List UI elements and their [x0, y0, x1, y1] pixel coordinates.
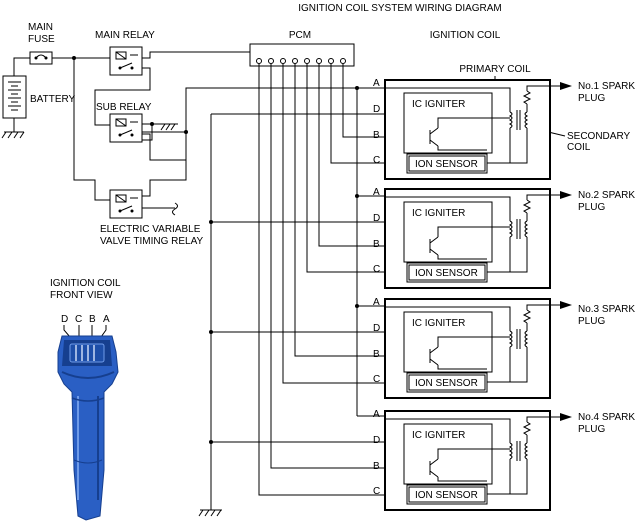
terminal-c: C — [373, 374, 380, 385]
terminal-d: D — [373, 435, 380, 446]
evt-relay-label-line2: VALVE TIMING RELAY — [100, 236, 204, 247]
main-fuse-symbol — [29, 51, 53, 65]
evt-relay-symbol — [109, 189, 143, 219]
terminal-a: A — [373, 78, 380, 89]
coil-unit-3: IC IGNITER ION SENSOR A D B C — [373, 297, 572, 399]
terminal-a: A — [373, 297, 380, 308]
spark-plug-2-label-line2: PLUG — [578, 202, 605, 213]
pcm-connector — [249, 43, 355, 67]
main-relay-label: MAIN RELAY — [95, 30, 155, 41]
ic-igniter-label: IC IGNITER — [412, 318, 465, 329]
spark-plug-4-label-line2: PLUG — [578, 424, 605, 435]
secondary-coil-label-line1: SECONDARY — [567, 131, 630, 142]
pcm-label: PCM — [289, 30, 311, 41]
coil-unit-2: IC IGNITER ION SENSOR A D B C — [373, 187, 572, 289]
spark-plug-4-label-line1: No.4 SPARK — [578, 412, 635, 423]
sub-relay-label: SUB RELAY — [96, 102, 152, 113]
coil-unit-1: IC IGNITER ION SENSOR A D B C — [373, 78, 572, 180]
main-fuse-label-line2: FUSE — [28, 34, 55, 45]
diagram-title: IGNITION COIL SYSTEM WIRING DIAGRAM — [298, 3, 502, 14]
sub-relay-symbol — [109, 113, 143, 143]
ignition-coil-front-view-image — [57, 335, 119, 521]
ic-igniter-label: IC IGNITER — [412, 430, 465, 441]
battery — [2, 75, 27, 119]
ion-sensor-label: ION SENSOR — [415, 490, 478, 501]
ion-sensor-label: ION SENSOR — [415, 268, 478, 279]
terminal-c: C — [373, 264, 380, 275]
primary-coil-label: PRIMARY COIL — [459, 64, 531, 75]
secondary-coil-label-line2: COIL — [567, 142, 591, 153]
ic-igniter-label: IC IGNITER — [412, 99, 465, 110]
front-view-pin-b: B — [89, 314, 96, 325]
spark-plug-1-label-line1: No.1 SPARK — [578, 81, 635, 92]
terminal-c: C — [373, 486, 380, 497]
terminal-b: B — [373, 130, 380, 141]
front-view-pin-a: A — [103, 314, 110, 325]
battery-ground-symbol — [1, 131, 25, 139]
front-view-label-line1: IGNITION COIL — [50, 278, 121, 289]
front-view-pin-c: C — [75, 314, 82, 325]
ion-sensor-label: ION SENSOR — [415, 378, 478, 389]
evt-relay-label-line1: ELECTRIC VARIABLE — [100, 224, 201, 235]
ion-sensor-label: ION SENSOR — [415, 159, 478, 170]
terminal-b: B — [373, 349, 380, 360]
front-view-label-line2: FRONT VIEW — [50, 290, 113, 301]
main-ground-symbol — [198, 509, 222, 517]
spark-plug-3-label-line1: No.3 SPARK — [578, 304, 635, 315]
terminal-a: A — [373, 187, 380, 198]
spark-plug-3-label-line2: PLUG — [578, 316, 605, 327]
terminal-d: D — [373, 323, 380, 334]
terminal-a: A — [373, 409, 380, 420]
spark-plug-1-label-line2: PLUG — [578, 93, 605, 104]
sub-relay-ground-symbol — [160, 123, 178, 131]
main-relay-symbol — [109, 46, 143, 76]
battery-label: BATTERY — [30, 94, 76, 105]
terminal-d: D — [373, 104, 380, 115]
ic-igniter-label: IC IGNITER — [412, 208, 465, 219]
terminal-b: B — [373, 239, 380, 250]
spark-plug-2-label-line1: No.2 SPARK — [578, 190, 635, 201]
ignition-coil-label: IGNITION COIL — [430, 30, 501, 41]
terminal-d: D — [373, 213, 380, 224]
main-fuse-label-line1: MAIN — [28, 22, 53, 33]
terminal-b: B — [373, 461, 380, 472]
coil-unit-4: IC IGNITER ION SENSOR A D B C — [373, 409, 572, 511]
front-view-pin-d: D — [61, 314, 68, 325]
terminal-c: C — [373, 155, 380, 166]
